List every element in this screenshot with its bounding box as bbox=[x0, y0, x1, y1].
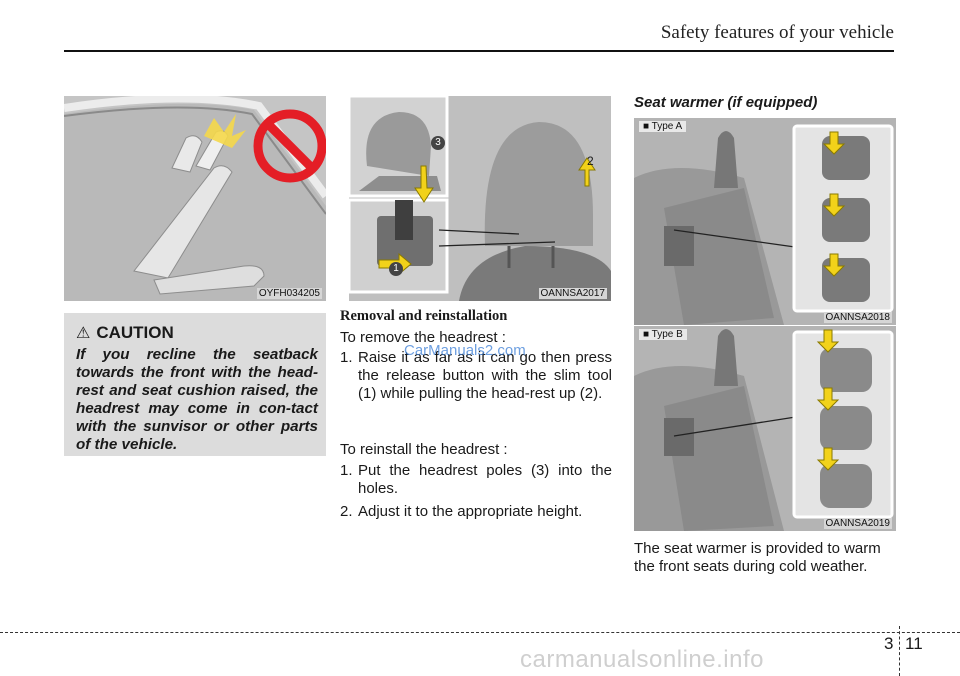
console-illustration-a bbox=[634, 118, 896, 325]
step-text: Adjust it to the appropriate height. bbox=[358, 503, 583, 520]
figure-code: OANNSA2017 bbox=[538, 288, 607, 299]
figure-code: OANNSA2019 bbox=[823, 518, 892, 529]
callout-3: 3 bbox=[431, 136, 445, 150]
figure-seat-recline: OYFH034205 bbox=[64, 96, 326, 301]
figure-seat-warmer-type-b: ■ Type B OANNSA2019 bbox=[634, 326, 896, 531]
remove-steps: 1. Raise it as far as it can go then pre… bbox=[340, 349, 612, 421]
caution-box: ⚠ CAUTION If you recline the seatback tow… bbox=[64, 313, 326, 456]
header-rule bbox=[64, 50, 894, 52]
reinstall-steps: 1. Put the headrest poles (3) into the h… bbox=[340, 462, 612, 522]
section-title: Seat warmer (if equipped) bbox=[634, 94, 818, 111]
list-item: 1. Put the headrest poles (3) into the h… bbox=[340, 462, 612, 498]
bottom-watermark: carmanualsonline.info bbox=[520, 646, 764, 673]
callout-1: 1 bbox=[389, 262, 403, 276]
step-number: 2. bbox=[340, 503, 353, 520]
type-label: ■ Type A bbox=[639, 121, 687, 132]
callout-2: 2 bbox=[587, 154, 594, 168]
remove-intro: To remove the headrest : bbox=[340, 329, 506, 346]
prohibition-icon bbox=[253, 109, 326, 183]
caution-text: If you recline the seatback towards the … bbox=[76, 346, 318, 453]
running-header: Safety features of your vehicle bbox=[660, 22, 894, 43]
caution-title: CAUTION bbox=[96, 323, 174, 342]
reinstall-intro: To reinstall the headrest : bbox=[340, 441, 508, 458]
seat-heat-button-icon bbox=[822, 131, 870, 302]
type-label: ■ Type B bbox=[639, 329, 687, 340]
caution-heading: ⚠ CAUTION bbox=[76, 323, 174, 343]
step-text: Raise it as far as it can go then press … bbox=[358, 349, 612, 402]
warning-triangle-icon: ⚠ bbox=[76, 325, 91, 342]
figure-code: OYFH034205 bbox=[256, 288, 322, 299]
step-number: 1. bbox=[340, 462, 353, 479]
footer-rule bbox=[0, 632, 960, 633]
figure-seat-warmer-type-a: ■ Type A OANNSA2018 bbox=[634, 118, 896, 325]
seat-heat-button-icon bbox=[816, 329, 872, 508]
list-item: 2. Adjust it to the appropriate height. bbox=[340, 503, 612, 521]
watermark: CarManuals2.com bbox=[404, 342, 526, 359]
page-number: 11 bbox=[905, 634, 923, 653]
list-item: 1. Raise it as far as it can go then pre… bbox=[340, 349, 612, 403]
console-illustration-b bbox=[634, 326, 896, 531]
section-heading: Removal and reinstallation bbox=[340, 308, 508, 324]
chapter-number: 3 bbox=[884, 634, 894, 653]
step-number: 1. bbox=[340, 349, 353, 366]
step-text: Put the headrest poles (3) into the hole… bbox=[358, 462, 612, 497]
seat-warmer-text: The seat warmer is provided to warm the … bbox=[634, 540, 881, 575]
seat-recline-illustration bbox=[64, 96, 326, 301]
figure-headrest-removal: 3 2 1 OANNSA2017 bbox=[349, 96, 611, 301]
figure-code: OANNSA2018 bbox=[823, 312, 892, 323]
footer-divider bbox=[899, 626, 900, 676]
